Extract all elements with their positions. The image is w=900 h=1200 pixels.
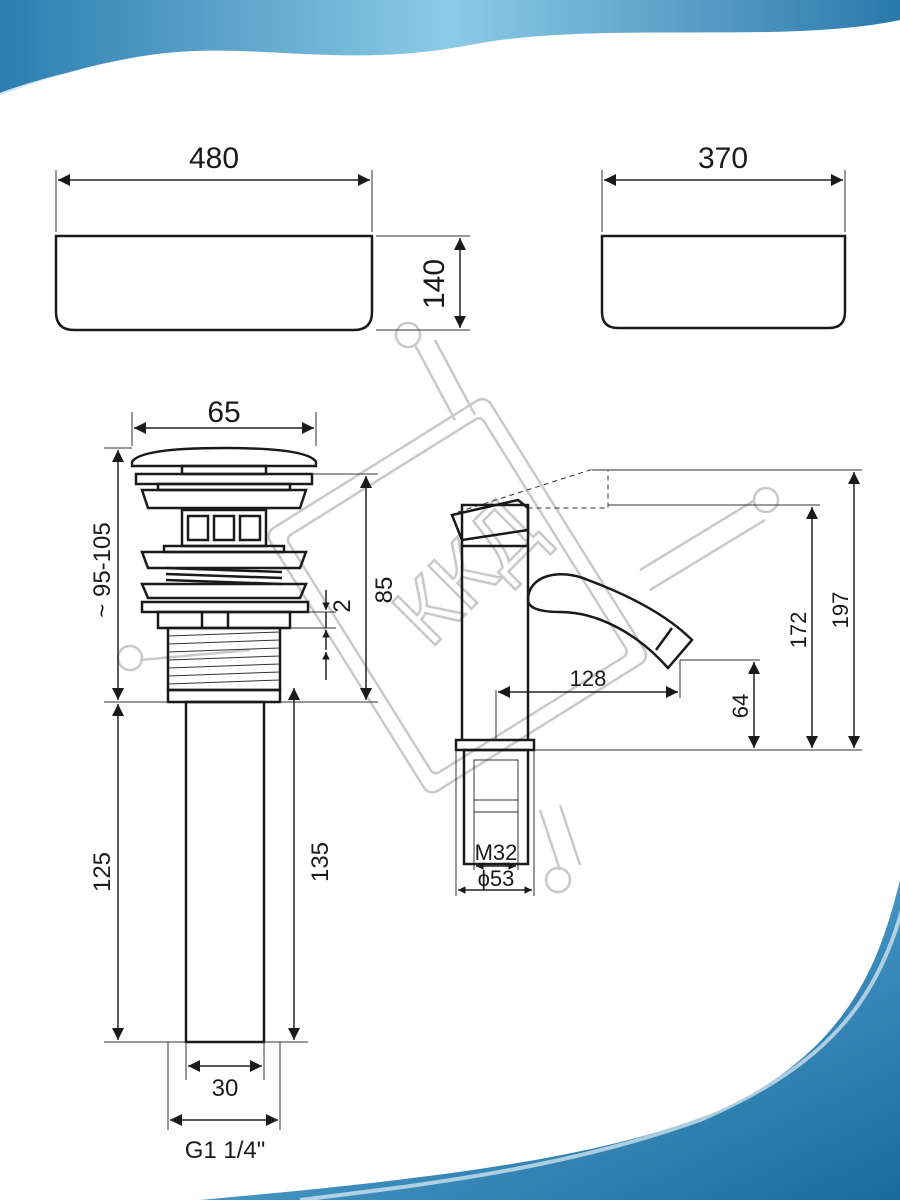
basin-side-width-label: 370 [698, 142, 748, 175]
basin-front-width-label: 480 [189, 142, 239, 175]
watermark-text: ККД [373, 479, 558, 664]
drain-cap-diameter-label: 65 [207, 396, 240, 429]
basin-height-label: 140 [418, 259, 451, 309]
top-wave [0, 0, 900, 95]
faucet-spout-height-label: 64 [728, 694, 753, 718]
drain-inner-diameter-label: 30 [212, 1075, 239, 1102]
drain-total-height-label: ~ 95-105 [89, 522, 116, 617]
faucet-spout-top-label: 172 [786, 612, 811, 649]
basin-side-view: 370 [600, 142, 847, 330]
bottom-wave [200, 880, 900, 1200]
drain-gap-label: 2 [329, 599, 356, 612]
faucet-base-diameter-label: ϕ53 [478, 866, 515, 891]
drain-body-height-label: 85 [371, 577, 398, 604]
faucet-height-total-label: 197 [828, 592, 853, 629]
faucet-thread-label: M32 [475, 840, 518, 865]
faucet-drawing: 197 172 64 128 M32 ϕ53 [450, 469, 862, 896]
drain-thread-label: G1 1/4" [185, 1137, 266, 1164]
basin-front-view: 480 140 [54, 142, 470, 332]
drain-drawing: 65 ~ 95-105 85 2 125 135 30 [89, 396, 398, 1164]
drain-pipe-total-label: 135 [307, 842, 334, 882]
drain-pipe-length-label: 125 [89, 852, 116, 892]
faucet-spout-reach-label: 128 [570, 666, 607, 691]
